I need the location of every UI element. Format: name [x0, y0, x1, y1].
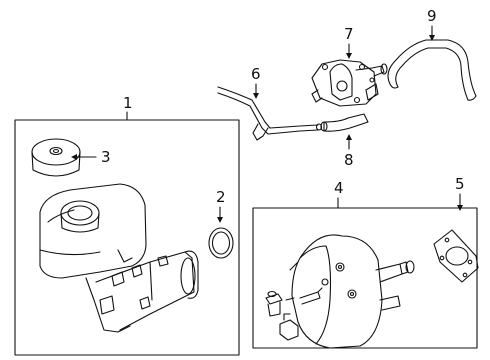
- arrow-3-icon: [71, 154, 77, 160]
- callout-6: 6: [251, 65, 261, 83]
- master-cylinder-icon: [39, 183, 199, 333]
- arrow-2-icon: [217, 217, 223, 223]
- callout-7: 7: [344, 25, 354, 43]
- arrow-5-icon: [457, 205, 463, 211]
- hose-icon: [387, 39, 477, 101]
- grommet-fitting-icon: [265, 290, 283, 317]
- callout-1: 1: [123, 94, 133, 112]
- callout-3: 3: [101, 148, 111, 166]
- callout-9: 9: [427, 7, 437, 25]
- vacuum-pump-icon: [311, 59, 388, 107]
- vacuum-pipe-icon: [217, 86, 323, 141]
- check-valve-icon: [279, 313, 299, 341]
- group-box-1: [14, 119, 240, 356]
- vacuum-hose-icon: [320, 113, 369, 132]
- callout-2: 2: [216, 188, 226, 206]
- gasket-icon: [433, 229, 479, 283]
- arrow-9-icon: [429, 35, 435, 41]
- callout-4: 4: [334, 179, 344, 197]
- reservoir-cap-icon: [31, 138, 81, 177]
- arrow-8-icon: [346, 134, 352, 140]
- o-ring-seal-icon: [208, 227, 234, 259]
- arrow-6-icon: [253, 93, 259, 99]
- brake-booster-icon: [285, 234, 415, 349]
- callout-5: 5: [455, 175, 465, 193]
- group-box-4: [252, 207, 478, 349]
- arrow-7-icon: [346, 53, 352, 59]
- callout-8: 8: [344, 151, 354, 169]
